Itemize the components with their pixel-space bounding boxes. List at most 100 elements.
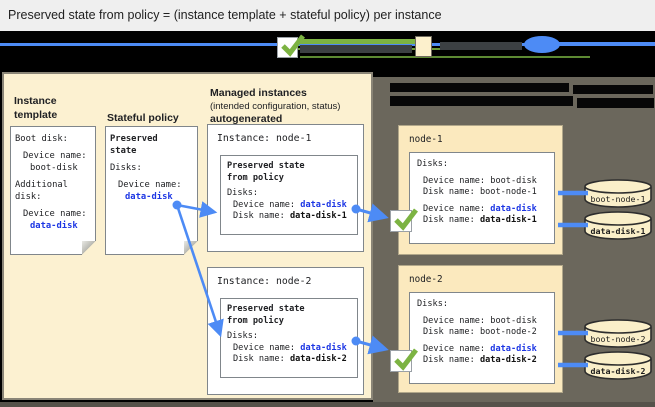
hidden-heading-block: [573, 85, 653, 94]
vm-disks-box: Disks: Device name: boot-disk Disk name:…: [409, 292, 555, 384]
device-name-label: Device name:: [423, 175, 486, 186]
vm-instances-panel: node-1 Disks: Device name: boot-disk Dis…: [373, 77, 655, 407]
additional-disk-label-2: disk:: [15, 192, 42, 202]
boot-disk-line: Disk name: boot-node-2: [417, 327, 552, 339]
boot-device-value: boot-disk: [490, 175, 537, 186]
disk-name-label: Disk name:: [423, 355, 475, 365]
diagram-title: Preserved state from policy = (instance …: [8, 8, 442, 22]
disk-name-label: Disk name:: [423, 215, 475, 225]
stateful-policy-doc: Preserved state Disks: Device name: data…: [105, 126, 199, 256]
disks-label: Disks:: [227, 188, 259, 198]
legend-instance-template-swatch: [415, 36, 432, 57]
preserved-state-line1: Preserved state: [227, 161, 305, 171]
hidden-heading-block: [390, 83, 569, 92]
stateful-policy-heading: Stateful policy: [107, 112, 179, 124]
boot-disk-line: Disk name: boot-node-1: [417, 187, 552, 199]
boot-device-line: Device name: boot-disk: [417, 316, 552, 328]
managed-heading-line2: (intended configuration, status): [210, 100, 341, 112]
data-disk-2-disk-icon: data-disk-2: [584, 351, 652, 380]
device-name-label: Device name:: [423, 315, 486, 326]
disk-name-line: Disk name: data-disk-2: [227, 354, 355, 366]
preserved-state-heading-2: state: [110, 146, 137, 156]
legend-bar: [0, 31, 655, 72]
managed-instances-heading: Managed instances (intended configuratio…: [210, 87, 370, 127]
legend-green-bar: [297, 39, 419, 44]
preserved-state-line2: from policy: [227, 315, 284, 326]
device-name-label: Device name:: [23, 209, 87, 219]
boot-disk-value: boot-disk: [30, 163, 78, 173]
data-device-value: data-disk: [490, 343, 537, 354]
instance-title: Instance: node-1: [217, 133, 312, 144]
title-bar: Preserved state from policy = (instance …: [0, 0, 655, 31]
data-disk-line: Disk name: data-disk-2: [417, 355, 552, 367]
legend-green-thin-line: [300, 56, 590, 58]
disk-label: boot-node-1: [591, 194, 646, 204]
data-disk-value: data-disk: [30, 221, 78, 231]
disk-name-value: data-disk-1: [289, 211, 347, 221]
device-name-value: data-disk: [300, 342, 347, 353]
disk-name-line: Disk name: data-disk-1: [227, 211, 355, 223]
page-fold-icon: [82, 241, 97, 256]
disk-name-label: Disk name:: [423, 327, 475, 337]
data-device-line: Device name: data-disk: [417, 204, 552, 216]
managed-heading-line1: Managed instances: [210, 87, 307, 99]
disk-label: data-disk-1: [591, 226, 646, 236]
vm-node-2: node-2 Disks: Device name: boot-disk Dis…: [398, 265, 563, 393]
device-name-label: Device name:: [423, 203, 486, 214]
preserved-state-line2: from policy: [227, 172, 284, 183]
disks-label: Disks:: [110, 163, 142, 173]
vm-disks-box: Disks: Device name: boot-disk Disk name:…: [409, 152, 555, 244]
data-device-line: Device name: data-disk: [417, 344, 552, 356]
disks-label: Disks:: [417, 159, 449, 169]
boot-device-value: boot-disk: [490, 315, 537, 326]
data-disk-line: Disk name: data-disk-1: [417, 215, 552, 227]
device-name-line: Device name: data-disk: [227, 343, 355, 355]
preserved-state-box: Preserved state from policy Disks: Devic…: [220, 155, 358, 235]
page-fold-icon: [184, 241, 199, 256]
boot-disk-value: boot-node-2: [479, 327, 537, 337]
disk-name-label: Disk name:: [233, 211, 285, 221]
boot-disk-value: boot-node-1: [479, 187, 537, 197]
preserved-state-box: Preserved state from policy Disks: Devic…: [220, 298, 358, 378]
mig-config-panel: Instance template Stateful policy Boot d…: [2, 72, 373, 400]
data-disk-value: data-disk: [125, 192, 173, 202]
data-disk-value: data-disk-1: [479, 215, 537, 225]
data-device-value: data-disk: [490, 203, 537, 214]
legend-blue-tail-line: [558, 42, 655, 46]
disks-label: Disks:: [227, 331, 259, 341]
hidden-heading-block: [390, 96, 573, 106]
legend-hidden-text-block-1: [300, 45, 412, 53]
device-name-line: Device name: data-disk: [227, 200, 355, 212]
data-disk-value: data-disk-2: [479, 355, 537, 365]
device-name-label: Device name:: [423, 343, 486, 354]
disks-label: Disks:: [417, 299, 449, 309]
managed-heading-line3: autogenerated: [210, 112, 283, 125]
vm-node-1: node-1 Disks: Device name: boot-disk Dis…: [398, 125, 563, 255]
device-name-value: data-disk: [300, 199, 347, 210]
device-name-label: Device name:: [233, 199, 296, 210]
disk-label: data-disk-2: [591, 366, 646, 376]
instance-template-doc: Boot disk: Device name: boot-disk Additi…: [10, 126, 97, 256]
vm-title: node-2: [409, 274, 443, 285]
disk-name-label: Disk name:: [233, 354, 285, 364]
legend-checkmark-icon: [277, 34, 305, 58]
data-disk-1-disk-icon: data-disk-1: [584, 211, 652, 240]
disk-name-label: Disk name:: [423, 187, 475, 197]
instance-template-heading: Instance template: [14, 95, 58, 121]
hidden-heading-block: [577, 98, 654, 108]
node-1-checkmark-icon: [390, 208, 418, 232]
boot-node-2-disk-icon: boot-node-2: [584, 319, 652, 348]
node-2-checkmark-icon: [390, 348, 418, 372]
device-name-label: Device name:: [23, 151, 87, 161]
managed-instance-node-1: Instance: node-1 Preserved state from po…: [207, 124, 364, 252]
instance-title: Instance: node-2: [217, 276, 312, 287]
additional-disk-label: Additional: [15, 180, 68, 190]
device-name-label: Device name:: [233, 342, 296, 353]
preserved-state-heading: Preserved: [110, 134, 158, 144]
boot-node-1-disk-icon: boot-node-1: [584, 179, 652, 208]
managed-instance-node-2: Instance: node-2 Preserved state from po…: [207, 267, 364, 395]
legend-hidden-text-block-2: [440, 42, 522, 50]
device-name-label: Device name:: [118, 180, 182, 190]
legend-blue-line: [0, 43, 655, 46]
